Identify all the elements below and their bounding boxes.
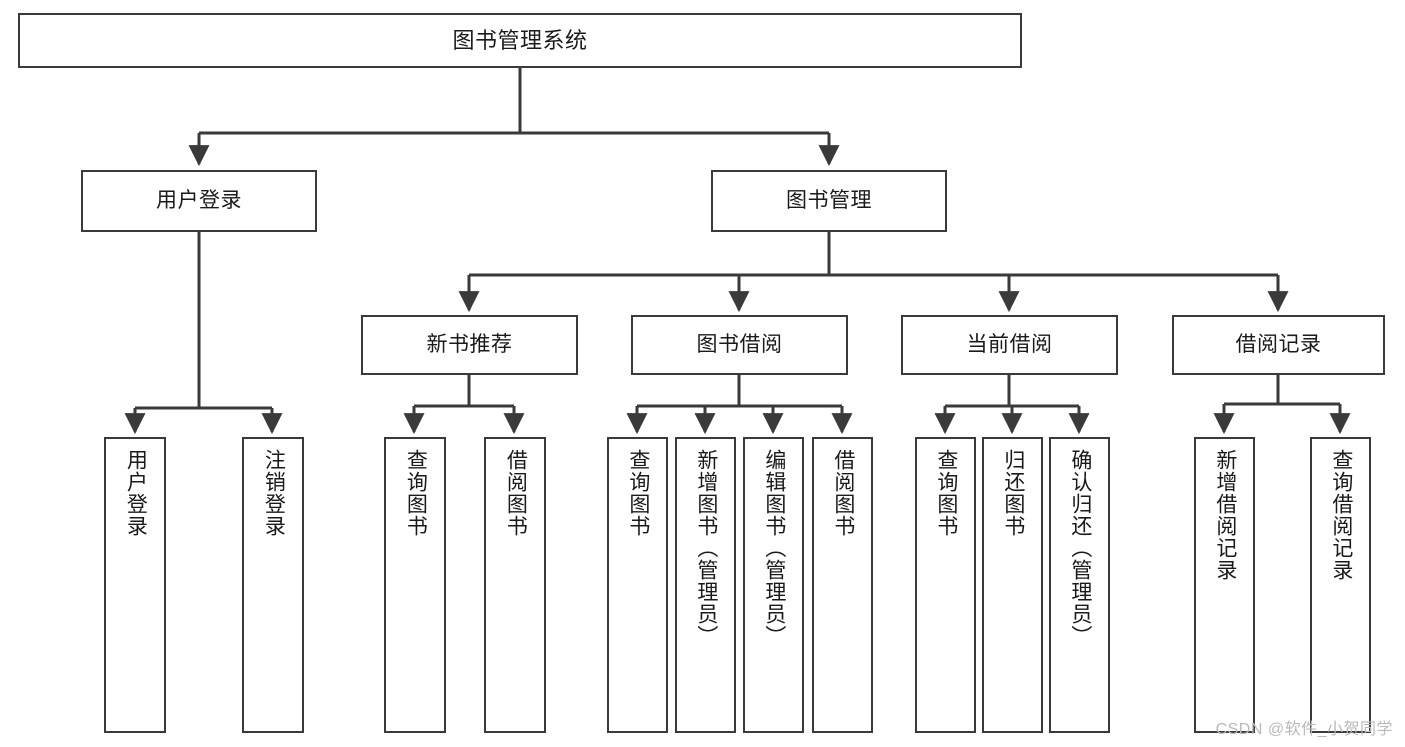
node-label: 图书借阅 — [696, 332, 783, 356]
node-root-system[interactable]: 图书管理系统 — [18, 13, 1022, 68]
node-label: 注销登录 — [262, 449, 286, 537]
node-label: 查询图书 — [626, 449, 650, 537]
leaf-borrow-record-query-record[interactable]: 查询借阅记录 — [1310, 437, 1371, 733]
node-label: 借阅记录 — [1235, 332, 1322, 356]
node-current-borrow[interactable]: 当前借阅 — [901, 315, 1118, 375]
node-borrow-record[interactable]: 借阅记录 — [1172, 315, 1385, 375]
node-label: 图书管理系统 — [452, 27, 588, 53]
node-new-book-recommend[interactable]: 新书推荐 — [361, 315, 578, 375]
leaf-current-borrow-return-book[interactable]: 归还图书 — [982, 437, 1043, 733]
node-label: 用户登录 — [124, 449, 148, 537]
node-label: 编辑图书（管理员） — [762, 449, 786, 647]
node-label: 查询图书 — [404, 449, 428, 537]
csdn-watermark: CSDN @软件_小贺同学 — [1215, 721, 1393, 738]
leaf-new-book-query-book[interactable]: 查询图书 — [384, 437, 446, 733]
leaf-user-login-login[interactable]: 用户登录 — [104, 437, 166, 733]
node-label: 借阅图书 — [831, 449, 855, 537]
node-label: 借阅图书 — [504, 449, 528, 537]
node-label: 新增借阅记录 — [1213, 449, 1237, 581]
leaf-borrow-record-add-record[interactable]: 新增借阅记录 — [1194, 437, 1255, 733]
leaf-book-borrow-borrow-book[interactable]: 借阅图书 — [812, 437, 873, 733]
node-label: 图书管理 — [786, 188, 872, 212]
node-label: 归还图书 — [1001, 449, 1025, 537]
leaf-user-login-logout[interactable]: 注销登录 — [242, 437, 304, 733]
node-label: 当前借阅 — [966, 332, 1053, 356]
leaf-book-borrow-add-book[interactable]: 新增图书（管理员） — [675, 437, 736, 733]
node-user-login[interactable]: 用户登录 — [81, 170, 317, 232]
leaf-current-borrow-query-book[interactable]: 查询图书 — [915, 437, 976, 733]
node-label: 用户登录 — [156, 188, 242, 212]
node-label: 查询借阅记录 — [1329, 449, 1353, 581]
leaf-current-borrow-confirm-return[interactable]: 确认归还（管理员） — [1049, 437, 1110, 733]
node-label: 确认归还（管理员） — [1068, 449, 1092, 647]
leaf-new-book-borrow-book[interactable]: 借阅图书 — [484, 437, 546, 733]
node-label: 查询图书 — [934, 449, 958, 537]
leaf-book-borrow-query-book[interactable]: 查询图书 — [607, 437, 668, 733]
leaf-book-borrow-edit-book[interactable]: 编辑图书（管理员） — [743, 437, 804, 733]
node-book-borrow[interactable]: 图书借阅 — [631, 315, 848, 375]
node-label: 新书推荐 — [426, 332, 513, 356]
node-book-management[interactable]: 图书管理 — [711, 170, 947, 232]
node-label: 新增图书（管理员） — [694, 449, 718, 647]
